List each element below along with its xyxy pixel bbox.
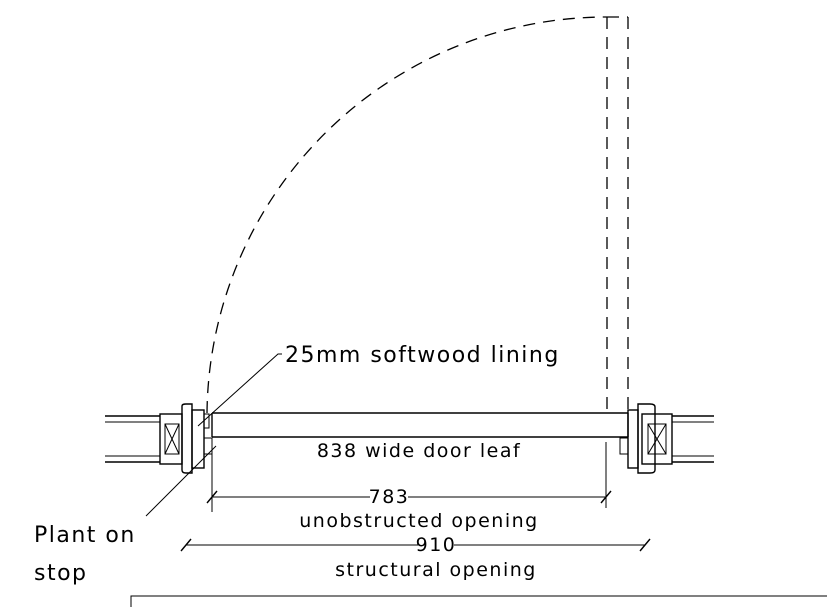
right-architrave xyxy=(637,403,656,474)
stop-label: stop xyxy=(34,561,88,586)
lining-leader-line xyxy=(197,353,282,427)
door-swing-arc xyxy=(206,16,608,414)
structural-value: 910 xyxy=(416,534,457,556)
left-frame-timber xyxy=(159,413,183,465)
door-open-position xyxy=(606,16,629,410)
title-block-border xyxy=(130,595,827,607)
structural-dimension-line xyxy=(180,538,651,552)
unobstructed-label: unobstructed opening xyxy=(299,510,538,532)
lining-label: 25mm softwood lining xyxy=(285,343,560,368)
right-lining xyxy=(627,409,639,469)
unobstructed-dimension-line xyxy=(206,442,612,512)
door-leaf-label: 838 wide door leaf xyxy=(317,440,521,462)
left-wall xyxy=(105,415,160,463)
left-architrave xyxy=(181,403,193,474)
plant-on-label: Plant on xyxy=(34,523,136,548)
right-frame-timber xyxy=(641,413,673,465)
right-wall xyxy=(672,415,714,463)
structural-label: structural opening xyxy=(335,559,537,581)
right-stop xyxy=(619,437,629,455)
unobstructed-value: 783 xyxy=(369,486,410,508)
stop-leader-line xyxy=(145,445,217,517)
door-leaf xyxy=(211,412,629,438)
